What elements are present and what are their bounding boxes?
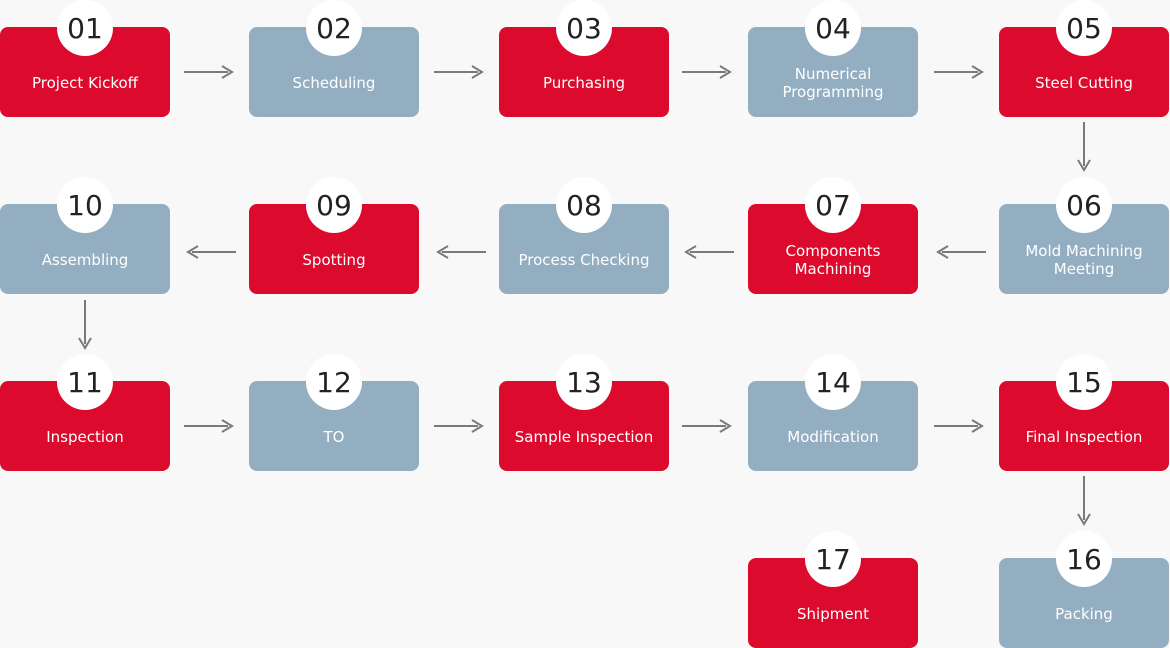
step-label: Sample Inspection	[514, 428, 654, 446]
step-label: Mold Machining Meeting	[1025, 242, 1143, 278]
step-number-badge: 02	[306, 0, 362, 56]
step-number-badge: 03	[556, 0, 612, 56]
step-number-badge: 09	[306, 177, 362, 233]
arrow-down-icon	[1076, 122, 1092, 174]
step-label: TO	[323, 428, 345, 446]
step-label: Scheduling	[292, 74, 376, 92]
step-label: Numerical Programming	[782, 65, 884, 101]
step-number-badge: 14	[805, 354, 861, 410]
step-label: Spotting	[302, 251, 366, 269]
step-label: Modification	[787, 428, 879, 446]
arrow-down-icon	[77, 300, 93, 352]
step-box-09: Spotting	[249, 204, 419, 294]
step-number-badge: 01	[57, 0, 113, 56]
arrow-right-icon	[434, 64, 486, 80]
arrow-right-icon	[184, 64, 236, 80]
step-label: Final Inspection	[1025, 428, 1143, 446]
arrow-right-icon	[682, 418, 734, 434]
step-number-badge: 11	[57, 354, 113, 410]
arrow-left-icon	[934, 244, 986, 260]
step-label: Project Kickoff	[31, 74, 138, 92]
arrow-left-icon	[682, 244, 734, 260]
step-number-badge: 13	[556, 354, 612, 410]
step-number-badge: 06	[1056, 177, 1112, 233]
step-label: Shipment	[797, 605, 869, 623]
arrow-left-icon	[434, 244, 486, 260]
step-number-badge: 12	[306, 354, 362, 410]
step-number-badge: 15	[1056, 354, 1112, 410]
step-box-02: Scheduling	[249, 27, 419, 117]
step-label: Inspection	[46, 428, 124, 446]
step-label: Purchasing	[542, 74, 626, 92]
step-label: Assembling	[41, 251, 129, 269]
step-label: Components Machining	[785, 242, 881, 278]
step-number-badge: 05	[1056, 0, 1112, 56]
arrow-right-icon	[682, 64, 734, 80]
step-number-badge: 08	[556, 177, 612, 233]
step-number-badge: 04	[805, 0, 861, 56]
step-label: Process Checking	[518, 251, 650, 269]
step-label: Packing	[1055, 605, 1113, 623]
arrow-right-icon	[434, 418, 486, 434]
step-number-badge: 17	[805, 531, 861, 587]
arrow-right-icon	[934, 64, 986, 80]
arrow-left-icon	[184, 244, 236, 260]
arrow-right-icon	[184, 418, 236, 434]
step-number-badge: 10	[57, 177, 113, 233]
arrow-down-icon	[1076, 476, 1092, 528]
step-label: Steel Cutting	[1035, 74, 1133, 92]
step-number-badge: 07	[805, 177, 861, 233]
arrow-right-icon	[934, 418, 986, 434]
step-number-badge: 16	[1056, 531, 1112, 587]
